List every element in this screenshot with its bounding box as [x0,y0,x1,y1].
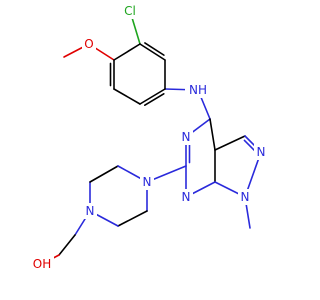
atom-amine-nh-label: NH [189,83,207,97]
atom-methoxy-o: O [82,36,96,52]
bond-pyrazole-c3-c3a [214,135,246,151]
atom-n-pyrimidine-1-label: N [182,130,191,144]
atom-cl-label: Cl [124,4,136,18]
bond-benzene-1 [113,43,141,61]
atom-n-pyrazole-2-label: N [257,145,266,159]
atom-label-layer: Cl O NH N N N N N [30,3,268,272]
bond-benzene-2-second [144,42,165,56]
bond-benzene-5 [113,88,141,105]
atom-methoxy-o-label: O [84,37,93,51]
atom-n-pyrimidine-3-label: N [182,190,191,204]
bond-benzene-4-second [144,93,165,107]
bond-pyrimidine-c5-c4 [209,118,216,151]
atom-n-pyrimidine-1: N [179,129,193,145]
bond-piperazine-2 [117,210,148,227]
bond-layer [41,10,262,265]
atom-n-pyrazole-1-label: N [241,190,250,204]
atom-cl: Cl [120,3,140,19]
atom-n-pyrazole-2: N [254,144,268,160]
atom-n-piperazine-4-label: N [86,204,95,218]
atom-amine-nh: NH [185,82,211,98]
bond-piperazine-5 [89,165,119,183]
atom-hydroxyl-label: OH [33,257,51,271]
atom-hydroxyl: OH [30,256,54,272]
atom-n-pyrazole-1: N [238,189,252,205]
atom-n-piperazine-4: N [83,203,97,219]
bond-benzene-4 [139,88,166,105]
molecule-structure-diagram: Cl O NH N N N N N [30,3,268,272]
atom-n-piperazine-1-label: N [143,175,152,189]
atom-n-piperazine-1: N [140,174,154,190]
atom-n-pyrimidine-3: N [179,189,193,205]
bond-benzene-2 [139,43,166,61]
bond-ethyl [58,234,76,256]
